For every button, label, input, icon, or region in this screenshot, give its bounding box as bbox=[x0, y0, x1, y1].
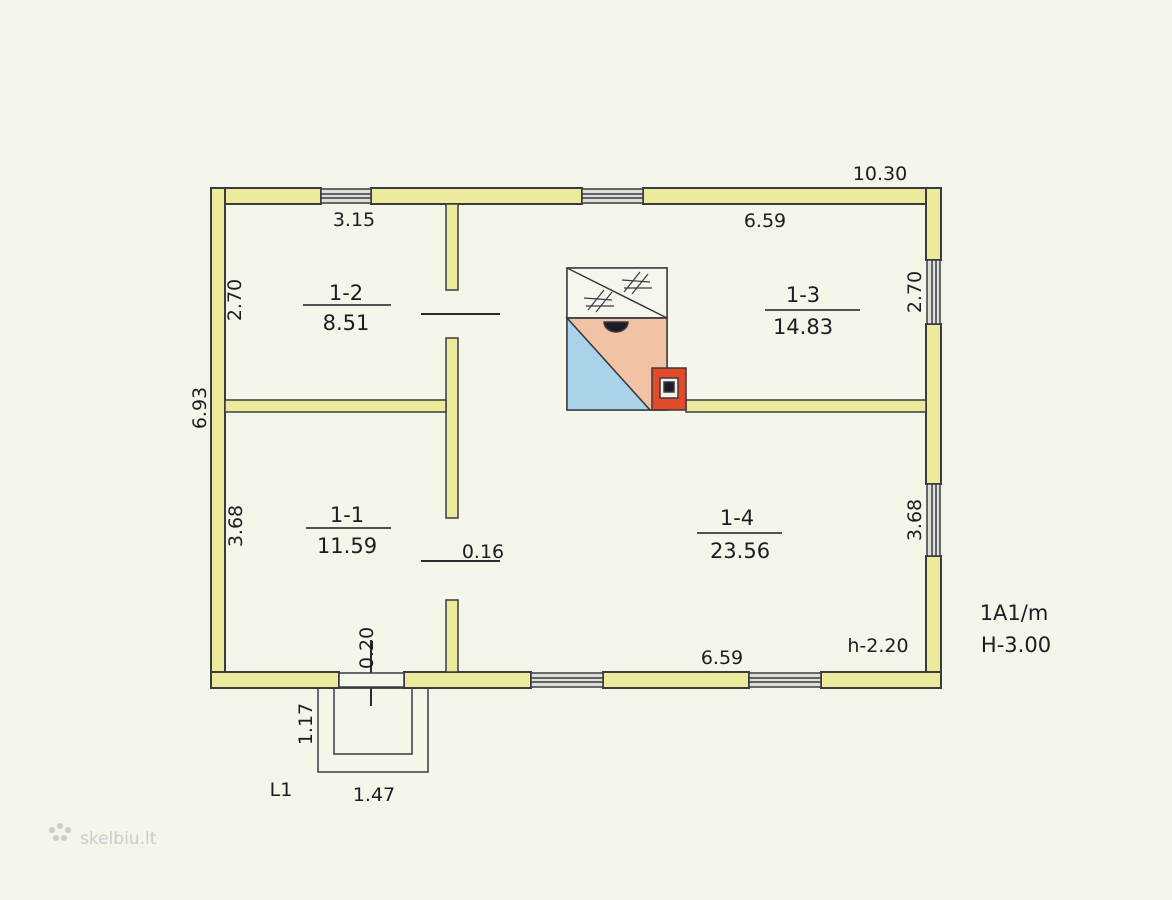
room-label-1-3: 1-3 14.83 bbox=[765, 283, 860, 339]
dim-porch-width: 1.47 bbox=[353, 784, 395, 806]
windows bbox=[320, 188, 941, 688]
dim-room-1-4-depth: 3.68 bbox=[904, 499, 926, 541]
stove-hatch bbox=[583, 271, 652, 313]
window-right-lower bbox=[926, 483, 941, 557]
svg-text:14.83: 14.83 bbox=[773, 315, 833, 339]
svg-text:23.56: 23.56 bbox=[710, 539, 770, 563]
dim-room-1-3-depth: 2.70 bbox=[904, 271, 926, 313]
dim-passage-height: h-2.20 bbox=[847, 635, 908, 657]
room-label-1-2: 1-2 8.51 bbox=[303, 281, 391, 335]
svg-text:11.59: 11.59 bbox=[317, 534, 377, 558]
watermark-logo-icon bbox=[49, 823, 71, 841]
dim-ceiling-height: H-3.00 bbox=[981, 633, 1051, 657]
room-label-1-1: 1-1 11.59 bbox=[306, 503, 391, 558]
watermark: skelbiu.lt bbox=[49, 823, 157, 849]
dim-overall-width: 10.30 bbox=[853, 163, 907, 185]
svg-text:1-4: 1-4 bbox=[720, 506, 754, 530]
window-right-upper bbox=[926, 259, 941, 325]
interior-partitions bbox=[224, 203, 927, 673]
porch-entrance bbox=[317, 672, 429, 773]
stove-fireplace bbox=[565, 267, 687, 411]
building-code: 1A1/m bbox=[980, 601, 1049, 625]
dim-room-1-2-depth: 2.70 bbox=[224, 279, 246, 321]
dim-room-1-2-width: 3.15 bbox=[333, 209, 375, 231]
dim-room-1-3-width: 6.59 bbox=[744, 210, 786, 232]
dim-room-1-1-depth: 3.68 bbox=[225, 505, 247, 547]
dim-porch-step: 0.20 bbox=[356, 627, 378, 669]
porch-label: L1 bbox=[270, 779, 293, 801]
svg-text:8.51: 8.51 bbox=[323, 311, 370, 335]
door-markers bbox=[370, 313, 500, 706]
dimension-labels: 10.30 3.15 6.59 6.59 h-2.20 H-3.00 1A1/m… bbox=[189, 163, 1051, 806]
window-top-left bbox=[320, 188, 372, 204]
window-top-middle bbox=[581, 188, 644, 204]
window-bottom-middle bbox=[530, 672, 604, 688]
svg-text:1-1: 1-1 bbox=[330, 503, 364, 527]
dim-partition-thickness: 0.16 bbox=[462, 541, 504, 563]
dim-room-1-4-width: 6.59 bbox=[701, 647, 743, 669]
window-bottom-right bbox=[748, 672, 822, 688]
svg-text:1-3: 1-3 bbox=[786, 283, 820, 307]
svg-text:skelbiu.lt: skelbiu.lt bbox=[80, 829, 157, 849]
svg-text:1-2: 1-2 bbox=[329, 281, 363, 305]
dim-porch-depth: 1.17 bbox=[295, 703, 317, 745]
room-label-1-4: 1-4 23.56 bbox=[697, 506, 782, 563]
exterior-walls bbox=[210, 187, 942, 689]
dim-overall-depth: 6.93 bbox=[189, 387, 211, 429]
